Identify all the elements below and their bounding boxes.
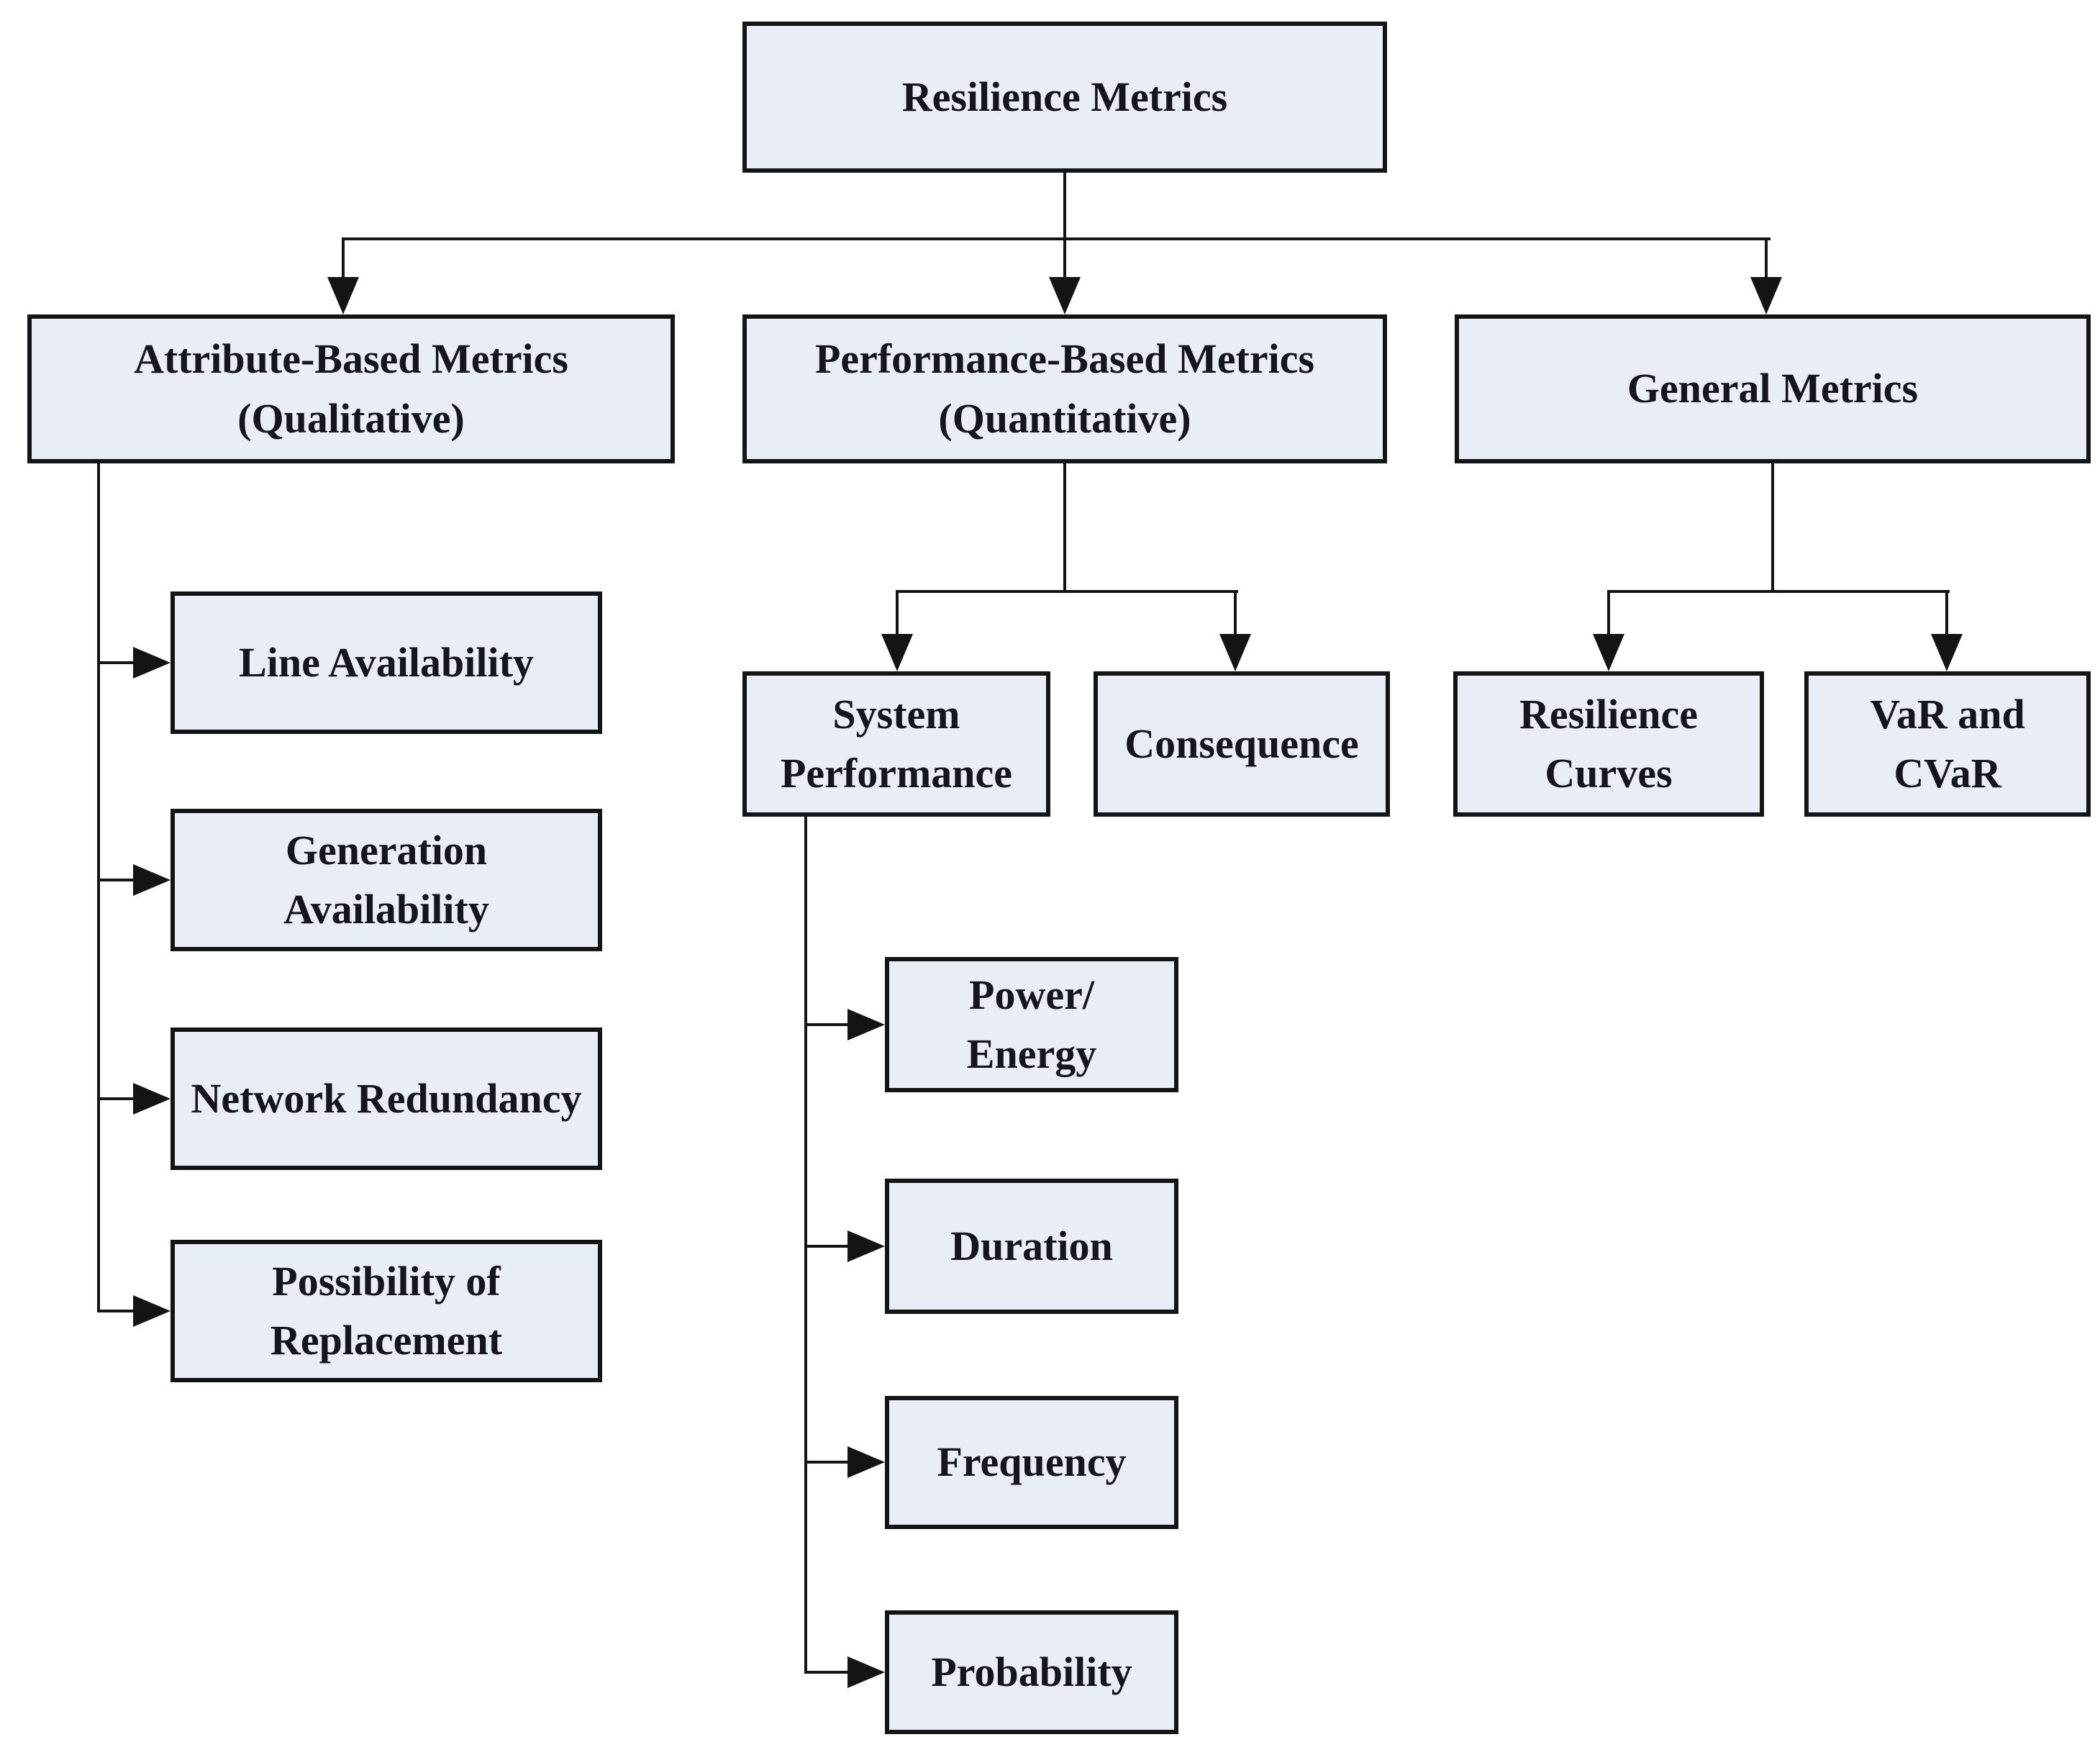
node-frequency-label: Frequency: [937, 1438, 1127, 1486]
arrowhead-down-system-performance: [881, 634, 913, 671]
connector-stub-line-availability: [97, 661, 137, 664]
arrowhead-right-power-energy: [847, 1009, 885, 1040]
node-attribute-based-metrics-label: Attribute-Based Metrics (Qualitative): [134, 335, 568, 442]
connector-drop-system-performance: [896, 590, 899, 637]
node-line-availability-label: Line Availability: [239, 638, 534, 686]
node-frequency: Frequency: [885, 1396, 1178, 1529]
node-duration-label: Duration: [950, 1222, 1113, 1269]
arrowhead-right-line-availability: [133, 647, 171, 679]
connector-root-crossbar: [342, 237, 1771, 240]
node-duration: Duration: [885, 1179, 1178, 1314]
arrowhead-down-performance: [1049, 277, 1081, 314]
node-resilience-metrics-label: Resilience Metrics: [901, 73, 1228, 120]
node-line-availability: Line Availability: [171, 591, 602, 734]
connector-drop-general: [1765, 237, 1768, 281]
arrowhead-right-frequency: [847, 1446, 885, 1478]
node-system-performance: System Performance: [742, 671, 1050, 817]
arrowhead-down-attribute: [327, 277, 359, 314]
connector-stub-probability: [804, 1671, 852, 1674]
arrowhead-down-var-cvar: [1931, 634, 1963, 671]
connector-drop-resilience-curves: [1607, 590, 1610, 637]
node-resilience-curves: Resilience Curves: [1453, 671, 1764, 817]
connector-stub-duration: [804, 1245, 852, 1248]
node-probability-label: Probability: [931, 1648, 1132, 1695]
node-power-energy-label: Power/ Energy: [966, 971, 1097, 1077]
connector-root-stem: [1063, 173, 1066, 239]
node-performance-based-metrics: Performance-Based Metrics (Quantitative): [742, 314, 1387, 463]
connector-drop-performance: [1063, 237, 1066, 281]
node-network-redundancy-label: Network Redundancy: [191, 1074, 582, 1122]
arrowhead-down-consequence: [1219, 634, 1251, 671]
connector-stub-network-redundancy: [97, 1097, 137, 1100]
node-consequence-label: Consequence: [1124, 720, 1359, 767]
arrowhead-down-resilience-curves: [1593, 634, 1624, 671]
connector-drop-consequence: [1234, 590, 1237, 637]
connector-general-crossbar: [1607, 590, 1950, 593]
connector-attribute-spine: [97, 463, 100, 1312]
node-general-metrics-label: General Metrics: [1627, 365, 1919, 412]
node-resilience-curves-label: Resilience Curves: [1519, 690, 1699, 797]
connector-performance-crossbar: [896, 590, 1238, 593]
connector-drop-attribute: [342, 237, 345, 281]
arrowhead-right-network-redundancy: [133, 1083, 171, 1115]
connector-stub-possibility-of-replacement: [97, 1310, 137, 1312]
node-system-performance-label: System Performance: [780, 690, 1013, 797]
connector-stub-generation-availability: [97, 879, 137, 881]
arrowhead-down-general: [1750, 277, 1782, 314]
node-var-cvar: VaR and CVaR: [1804, 671, 2091, 817]
arrowhead-right-duration: [847, 1230, 885, 1262]
arrowhead-right-probability: [847, 1656, 885, 1688]
node-possibility-of-replacement-label: Possibility of Replacement: [270, 1257, 503, 1364]
node-var-cvar-label: VaR and CVaR: [1870, 690, 2025, 797]
node-possibility-of-replacement: Possibility of Replacement: [171, 1240, 602, 1382]
connector-stub-power-energy: [804, 1023, 852, 1026]
node-network-redundancy: Network Redundancy: [171, 1028, 602, 1170]
node-attribute-based-metrics: Attribute-Based Metrics (Qualitative): [27, 314, 675, 463]
connector-general-stem: [1771, 463, 1774, 591]
node-consequence: Consequence: [1094, 671, 1390, 817]
node-resilience-metrics: Resilience Metrics: [742, 22, 1387, 173]
node-generation-availability: Generation Availability: [171, 809, 602, 951]
node-probability: Probability: [885, 1610, 1178, 1734]
arrowhead-right-possibility-of-replacement: [133, 1295, 171, 1327]
arrowhead-right-generation-availability: [133, 864, 171, 896]
node-general-metrics: General Metrics: [1455, 314, 2091, 463]
connector-stub-frequency: [804, 1461, 852, 1464]
connector-drop-var-cvar: [1945, 590, 1948, 637]
node-generation-availability-label: Generation Availability: [283, 826, 489, 933]
node-performance-based-metrics-label: Performance-Based Metrics (Quantitative): [814, 335, 1315, 442]
connector-performance-stem: [1063, 463, 1066, 591]
node-power-energy: Power/ Energy: [885, 957, 1178, 1092]
